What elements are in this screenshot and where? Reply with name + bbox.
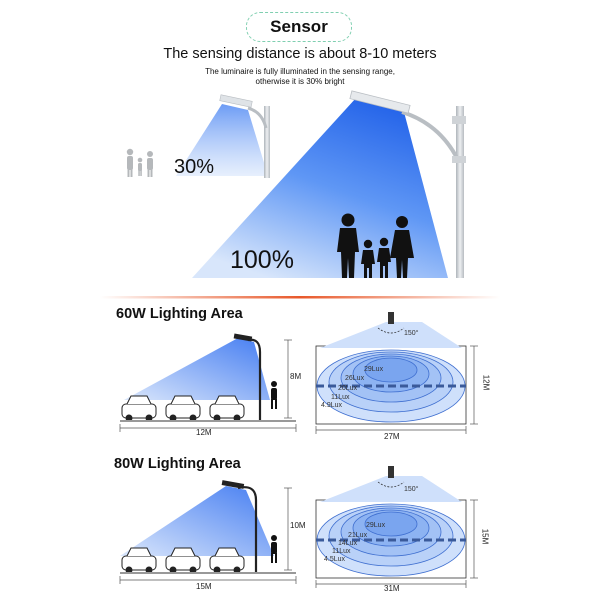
- section-divider: [100, 296, 500, 299]
- lamp-head-60w: [233, 333, 253, 342]
- angle-60w: 150°: [404, 330, 419, 337]
- sensor-badge: Sensor: [246, 12, 352, 42]
- big-lamp-head: [349, 90, 411, 114]
- angle-80w: 150°: [404, 486, 419, 493]
- title-80w: 80W Lighting Area: [114, 456, 241, 472]
- big-pole-bracket-low: [452, 156, 466, 163]
- small-lamp-head: [219, 94, 253, 108]
- lux-80w-0: 29Lux: [366, 522, 386, 529]
- lux-80w-4: 4.5Lux: [324, 556, 346, 563]
- cars-80w: [121, 547, 245, 574]
- sensor-illustration: [126, 90, 466, 278]
- lux-60w-1: 26Lux: [345, 375, 365, 382]
- lux-60w-3: 11Lux: [331, 394, 350, 401]
- plan-angle-arc-80w: [377, 481, 405, 488]
- lux-80w-3: 11Lux: [332, 548, 351, 555]
- plan-width-60w: 27M: [384, 432, 400, 441]
- full-family-silhouette: [337, 213, 414, 278]
- small-pole: [264, 106, 270, 178]
- dim-family-silhouette: [126, 148, 153, 177]
- side-view-60w: [119, 333, 297, 432]
- pole-height-60w: 8M: [290, 372, 302, 381]
- dim-brightness-percent: 30%: [174, 156, 215, 178]
- big-pole-arm: [401, 110, 460, 161]
- pole-height-80w: 10M: [290, 521, 306, 530]
- small-pole-arm: [247, 106, 268, 129]
- plan-lamp-60w: [388, 312, 394, 324]
- lux-80w-1: 21Lux: [348, 532, 368, 539]
- plan-lamp-80w: [388, 466, 394, 478]
- big-pole: [456, 106, 464, 278]
- pedestrian-80w: [271, 535, 277, 563]
- plan-angle-arc-60w: [377, 327, 405, 334]
- lux-60w-0: 29Lux: [364, 366, 384, 373]
- ground-60w: [120, 420, 296, 422]
- side-cone-60w: [124, 338, 270, 400]
- side-view-80w: [119, 480, 297, 584]
- lux-60w-4: 4.9Lux: [321, 402, 343, 409]
- plan-depth-80w: 15M: [480, 528, 490, 545]
- lux-80w-2: 14Lux: [338, 540, 358, 547]
- dim-light-cone: [176, 104, 268, 176]
- plan-view-60w: [315, 312, 478, 434]
- full-light-cone: [192, 98, 448, 278]
- side-cone-80w: [120, 486, 274, 556]
- plan-spread-60w: [320, 322, 462, 348]
- plan-depth-60w: 12M: [481, 374, 491, 391]
- plan-spread-80w: [320, 476, 462, 502]
- sensing-subline-1: The luminaire is fully illuminated in th…: [205, 67, 395, 76]
- cars-60w: [121, 395, 245, 422]
- sensing-distance-headline: The sensing distance is about 8-10 meter…: [163, 46, 437, 62]
- big-pole-bracket: [452, 116, 466, 124]
- lamp-head-80w: [221, 480, 245, 489]
- ground-width-60w: 12M: [196, 428, 212, 437]
- plan-width-80w: 31M: [384, 584, 400, 593]
- ground-80w: [120, 572, 296, 574]
- full-brightness-percent: 100%: [230, 246, 294, 274]
- plan-view-80w: [315, 466, 478, 588]
- title-60w: 60W Lighting Area: [116, 306, 243, 322]
- sensing-subline-2: otherwise it is 30% bright: [255, 77, 345, 86]
- pedestrian-60w: [271, 381, 277, 409]
- lux-60w-2: 20Lux: [338, 385, 358, 392]
- ground-width-80w: 15M: [196, 582, 212, 591]
